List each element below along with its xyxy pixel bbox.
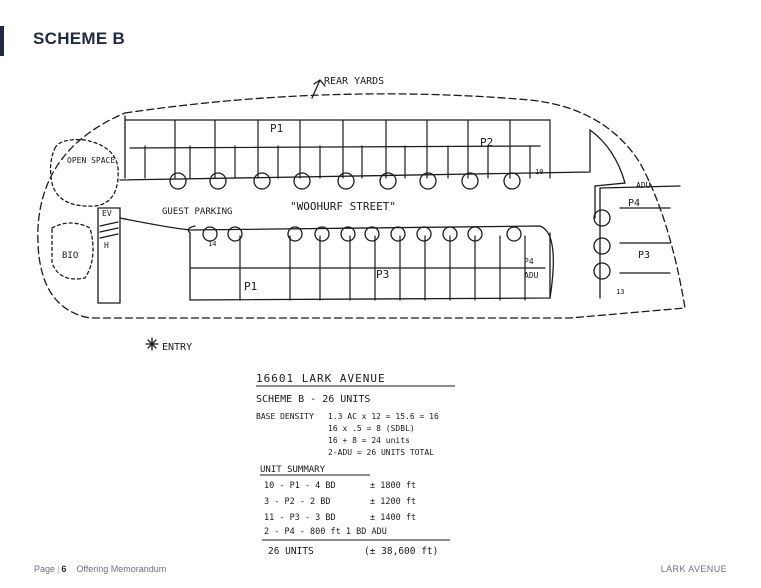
label-adu-middle: ADU — [524, 271, 539, 280]
summary-row-2-price: ± 1200 ft — [370, 497, 416, 507]
label-p4-right: P4 — [628, 198, 640, 209]
label-bio: BIO — [62, 251, 78, 261]
label-p2: P2 — [480, 136, 493, 149]
entry-star — [145, 337, 159, 351]
label-num-14: 14 — [208, 240, 216, 248]
top-tree-circles — [169, 172, 521, 190]
footer-page-number: 6 — [61, 564, 67, 574]
footer-property: LARK AVENUE — [660, 564, 727, 574]
label-p3-middle: P3 — [376, 268, 389, 281]
site-plan-sketch: REAR YARDS OPEN SPACE GUEST PARKING "WOO… — [30, 68, 690, 360]
right-block — [599, 185, 681, 299]
notes-density-line-3: 16 + 8 = 24 units — [328, 436, 410, 445]
label-rear-yards: REAR YARDS — [324, 76, 384, 87]
title-accent-bar — [0, 26, 4, 56]
label-street: "WOOHURF STREET" — [290, 200, 396, 213]
label-p1-top: P1 — [270, 122, 283, 135]
notes-density-label: BASE DENSITY — [256, 412, 314, 421]
notes-scheme: SCHEME B - 26 UNITS — [256, 394, 370, 405]
label-num-10: 10 — [535, 168, 543, 176]
open-space-blob — [49, 139, 119, 207]
rear-yards-arrow — [311, 79, 326, 99]
guest-parking-hatch — [97, 207, 121, 304]
footer-separator: | — [57, 564, 60, 574]
label-p3-right: P3 — [638, 250, 650, 261]
label-entry: ENTRY — [162, 342, 192, 353]
summary-row-4-mix: 2 - P4 - 800 ft 1 BD ADU — [264, 527, 387, 537]
bottom-block — [187, 225, 551, 301]
density-notes: 16601 LARK AVENUE SCHEME B - 26 UNITS BA… — [250, 364, 510, 560]
drive-outline — [119, 128, 626, 301]
notes-density-line-2: 16 x .5 = 8 (SDBL) — [328, 424, 415, 433]
top-unit-walls — [144, 119, 551, 179]
notes-total-area: (± 38,600 ft) — [364, 546, 438, 557]
summary-row-3-price: ± 1400 ft — [370, 513, 416, 523]
top-lot-rowline — [124, 115, 551, 179]
footer-left: Page|6 Offering Memorandum — [34, 564, 166, 574]
label-guest-parking: GUEST PARKING — [162, 207, 232, 217]
notes-density-line-4: 2-ADU = 26 UNITS TOTAL — [328, 448, 434, 457]
summary-row-2-mix: 3 - P2 - 2 BD — [264, 497, 331, 507]
label-adu-right: ADU — [636, 181, 651, 190]
page-footer: Page|6 Offering Memorandum LARK AVENUE — [0, 564, 761, 582]
notes-address: 16601 LARK AVENUE — [256, 372, 386, 385]
summary-row-1-price: ± 1800 ft — [370, 481, 416, 491]
footer-doc-title: Offering Memorandum — [76, 564, 167, 574]
bio-blob — [51, 222, 94, 280]
right-tree-circles — [593, 209, 611, 280]
footer-page-label: Page — [34, 564, 56, 574]
bottom-tree-circles — [202, 226, 522, 242]
notes-density-line-1: 1.3 AC x 12 = 15.6 = 16 — [328, 412, 439, 421]
site-boundary — [37, 93, 686, 319]
summary-row-1-mix: 10 - P1 - 4 BD — [264, 481, 336, 491]
label-num-13: 13 — [616, 288, 624, 296]
notes-total-units: 26 UNITS — [268, 546, 314, 557]
label-p4-middle: P4 — [524, 257, 534, 266]
notes-summary-title: UNIT SUMMARY — [260, 465, 326, 475]
label-p1-bottom: P1 — [244, 280, 257, 293]
label-h: H — [104, 241, 109, 250]
label-open-space: OPEN SPACE — [67, 156, 115, 165]
label-ev: EV — [102, 209, 112, 218]
bottom-unit-walls — [239, 235, 526, 301]
page-title: SCHEME B — [33, 29, 126, 48]
summary-row-3-mix: 11 - P3 - 3 BD — [264, 513, 336, 523]
